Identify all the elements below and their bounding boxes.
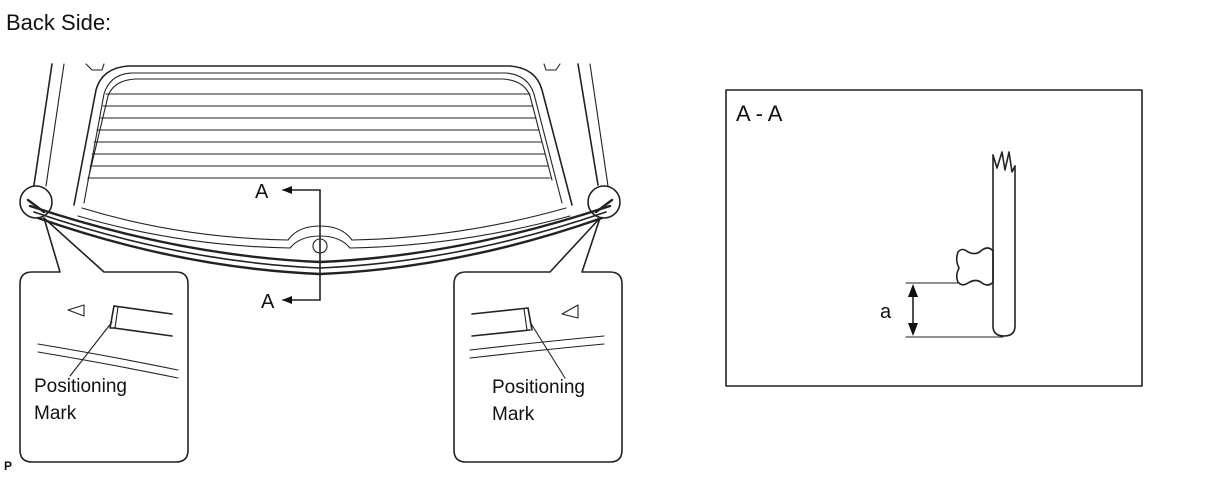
left-body-line-1 <box>37 343 179 371</box>
defogger-lines <box>87 93 551 179</box>
panel-break-mark <box>992 151 1016 173</box>
right-callout-label-line2: Mark <box>492 404 535 425</box>
body-right-outer-line <box>577 63 599 186</box>
back-door-view: A A <box>19 63 621 313</box>
back-door-inner-outline <box>83 72 563 204</box>
left-callout-label-line2: Mark <box>34 403 77 424</box>
top-right-corner-mark <box>543 63 561 71</box>
callout-left: Positioning Mark <box>19 217 189 463</box>
door-lower-panel <box>81 207 567 241</box>
dimension-arrow-down <box>908 323 918 336</box>
body-left-inner-line <box>45 63 65 187</box>
left-callout-label-line1: Positioning <box>34 376 127 397</box>
page-title: Back Side: <box>6 10 111 35</box>
right-molding-end-inner <box>523 308 528 331</box>
right-molding-top-edge <box>471 307 529 315</box>
figure-code: P <box>4 459 12 473</box>
right-molding-bottom-edge <box>471 329 531 337</box>
left-molding-end-inner <box>114 306 119 329</box>
left-molding-bottom-edge <box>113 327 173 337</box>
right-leader-line <box>529 321 566 379</box>
right-detail-circle <box>587 185 621 219</box>
right-end-mark <box>594 198 614 214</box>
body-left-outer-line <box>33 63 53 186</box>
section-label-top: A <box>255 181 269 203</box>
dimension-label: a <box>880 301 892 323</box>
back-door-outline <box>73 65 573 206</box>
rear-glass-outline <box>87 78 553 181</box>
left-detail-circle <box>19 185 53 219</box>
callout-right-frame <box>453 217 623 463</box>
right-positioning-triangle <box>561 304 579 319</box>
right-body-line-2 <box>469 343 605 359</box>
right-body-line-1 <box>469 335 605 351</box>
right-callout-label-line1: Positioning <box>492 377 585 398</box>
callout-left-frame <box>19 217 189 463</box>
section-label-bottom: A <box>261 291 275 313</box>
right-molding-end <box>527 307 533 331</box>
left-leader-line <box>69 321 113 377</box>
section-view-panel: A - A a <box>725 89 1143 387</box>
body-right-inner-line <box>589 63 609 187</box>
dimension-arrow-up <box>908 284 918 297</box>
molding-profile <box>955 247 994 286</box>
left-molding-top-edge <box>113 305 173 315</box>
left-body-line-2 <box>37 351 179 379</box>
section-view-frame <box>725 89 1143 387</box>
top-left-corner-mark <box>85 63 105 71</box>
left-molding-end <box>109 305 115 329</box>
section-view-title: A - A <box>736 101 783 126</box>
callout-right: Positioning Mark <box>453 217 623 463</box>
door-panel-section <box>992 154 1016 337</box>
left-end-mark <box>26 198 46 214</box>
left-positioning-triangle <box>67 304 85 317</box>
